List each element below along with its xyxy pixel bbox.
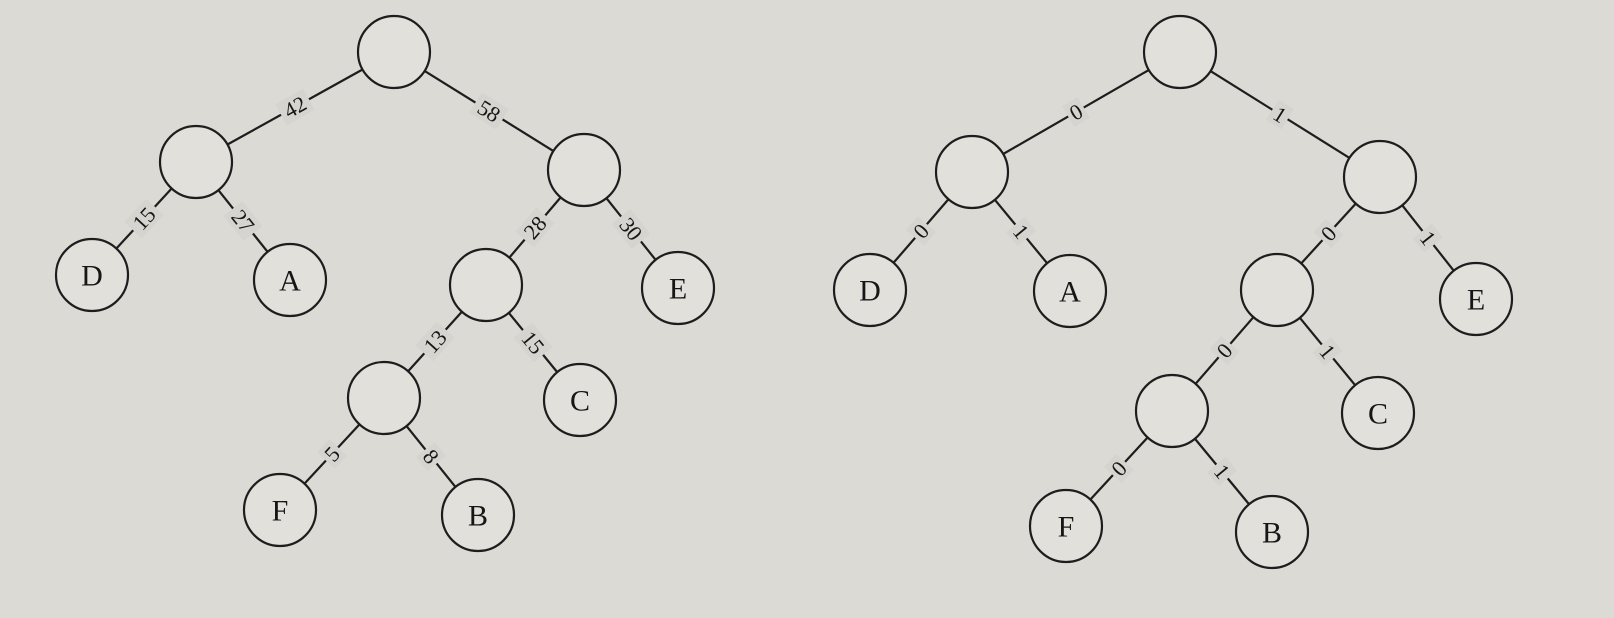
leaf-node-d [832,252,908,328]
internal-node [1342,139,1418,215]
leaf-node-e [1438,261,1514,337]
internal-node [448,247,524,323]
edge-label-backdrop [906,216,936,246]
tree-binary-code-nodes: D A E C F B [832,14,1514,570]
leaf-node-a [1032,253,1108,329]
edge-label-backdrop [1312,336,1343,367]
edge-label-backdrop [416,441,446,472]
edge-label: 27 [226,205,259,238]
edge-label-backdrop [611,209,651,249]
leaf-node-d [54,237,130,313]
node-label: A [279,265,301,298]
edge-label-backdrop [317,439,347,469]
edge-label-backdrop [1062,97,1090,127]
node-label: C [570,385,590,418]
edge-label: 15 [516,326,549,359]
edge-label-backdrop [1207,456,1237,487]
edge-label: 28 [518,211,551,244]
internal-node [1239,252,1315,328]
edge-label-backdrop [1313,218,1344,249]
edge-label-backdrop [1006,216,1036,247]
leaf-node-f [242,472,318,548]
node-label: D [859,275,881,308]
leaf-node-e [640,250,716,326]
node-label: B [1262,517,1282,550]
edge-label-backdrop [513,322,553,363]
internal-node [1142,14,1218,90]
node-label: F [272,495,289,528]
leaf-node-f [1028,488,1104,564]
leaf-node-b [1234,494,1310,570]
edge-label-backdrop [275,88,315,126]
internal-node [1134,373,1210,449]
edge-label-backdrop [415,321,455,362]
edge-label-backdrop [124,198,164,239]
leaf-node-c [1340,375,1416,451]
node-label: B [468,500,488,533]
edge-label-backdrop [469,92,509,130]
node-label: A [1059,276,1081,309]
edge-label-backdrop [1413,223,1443,253]
edge-label-backdrop [515,207,555,248]
node-label: C [1368,398,1388,431]
node-label: E [669,273,687,306]
node-label: E [1467,284,1485,317]
edge-label-backdrop [223,201,263,241]
leaf-node-c [542,362,618,438]
leaf-node-b [440,477,516,553]
node-label: F [1058,511,1075,544]
internal-node [546,132,622,208]
internal-node [934,134,1010,210]
edge-label-backdrop [1209,335,1240,366]
internal-node [346,360,422,436]
tree-weighted-nodes: D A E C F B [54,14,716,553]
edge-label-backdrop [1266,99,1294,130]
internal-node [356,14,432,90]
edge-label: 30 [614,213,647,246]
internal-node [158,124,234,200]
leaf-node-a [252,242,328,318]
edge-label-backdrop [1104,453,1134,484]
node-label: D [81,260,103,293]
